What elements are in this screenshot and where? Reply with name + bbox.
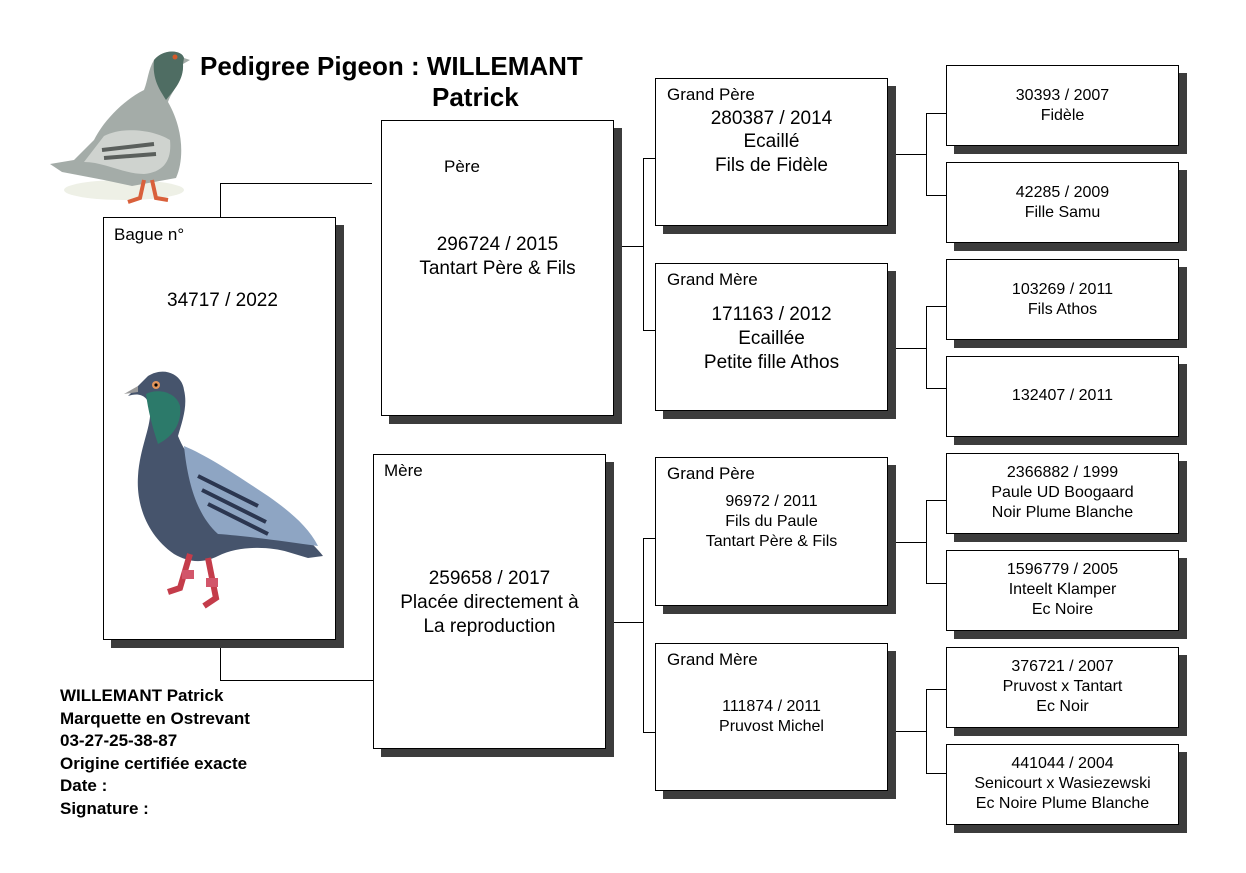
ggp-info-2: Ec Noire: [1031, 601, 1094, 618]
owner-city: Marquette en Ostrevant: [60, 708, 250, 728]
pf-gf-ring: 280387 / 2014: [710, 108, 833, 129]
ggp-ring: 441044 / 2004: [1011, 755, 1114, 772]
ggp-ring: 103269 / 2011: [1011, 281, 1114, 298]
connector-gp2-b: [926, 388, 946, 389]
connector-gp1-b: [926, 195, 946, 196]
ggp-info-2: Ec Noire Plume Blanche: [975, 795, 1150, 812]
connector-mother: [606, 622, 643, 623]
ggp-ring: 376721 / 2007: [1011, 658, 1114, 675]
connector-mother-gf: [643, 538, 655, 539]
connector-gp1-a: [926, 113, 946, 114]
owner-certification: Origine certifiée exacte: [60, 753, 248, 773]
connector-gp2-v: [926, 306, 927, 388]
owner-phone: 03-27-25-38-87: [60, 731, 178, 750]
connector-gp1-v: [926, 113, 927, 195]
pm-gf-info-2: Tantart Père & Fils: [705, 533, 838, 550]
maternal-grandfather-card: Grand Père 96972 / 2011 Fils du Paule Ta…: [655, 457, 888, 606]
connector-gp4-b: [926, 773, 946, 774]
maternal-grandmother-card: Grand Mère 111874 / 2011 Pruvost Michel: [655, 643, 888, 791]
great-grandparent-card-1: 30393 / 2007 Fidèle: [946, 65, 1179, 146]
page-title-line2: Patrick: [432, 82, 519, 112]
ggp-info-1: Inteelt Klamper: [1008, 581, 1117, 598]
subject-card: Bague n° 34717 / 2022: [103, 217, 336, 640]
connector-gp3-a: [926, 500, 946, 501]
great-grandparent-card-2: 42285 / 2009 Fille Samu: [946, 162, 1179, 243]
pf-gm-ring: 171163 / 2012: [711, 304, 832, 325]
connector-father-gm: [643, 330, 655, 331]
ggp-info-1: Senicourt x Wasiezewski: [974, 775, 1151, 792]
ggp-info-1: Pruvost x Tantart: [1002, 678, 1123, 695]
ggp-ring: 2366882 / 1999: [1006, 464, 1119, 481]
father-label: Père: [444, 157, 480, 176]
ggp-info-1: Paule UD Boogaard: [991, 484, 1134, 501]
father-ring: 296724 / 2015: [436, 234, 559, 255]
ggp-info-1: Fils Athos: [1027, 301, 1098, 318]
connector-gp4: [887, 731, 927, 732]
ggp-info-1: Fille Samu: [1024, 204, 1101, 221]
pm-gm-info-1: Pruvost Michel: [719, 718, 824, 735]
mother-ring: 259658 / 2017: [428, 568, 551, 589]
great-grandparent-card-8: 441044 / 2004 Senicourt x Wasiezewski Ec…: [946, 744, 1179, 825]
pigeon-photo: [124, 371, 323, 609]
ggp-info-2: Ec Noir: [1036, 698, 1089, 715]
ggp-info-1: Fidèle: [1040, 107, 1085, 124]
owner-date: Date :: [60, 776, 108, 795]
connector-gp1: [887, 154, 927, 155]
pm-gf-info-1: Fils du Paule: [725, 513, 818, 530]
ggp-ring: 132407 / 2011: [1011, 387, 1114, 404]
mother-card: Mère 259658 / 2017 Placée directement à …: [373, 454, 606, 749]
connector-subject-mother: [220, 646, 221, 681]
connector-subject-mother-h: [220, 680, 373, 681]
connector-gp2: [887, 348, 927, 349]
great-grandparent-card-7: 376721 / 2007 Pruvost x Tantart Ec Noir: [946, 647, 1179, 728]
pf-gf-info-2: Fils de Fidèle: [715, 155, 828, 176]
mother-info-2: La reproduction: [423, 616, 556, 637]
pf-gm-info-1: Ecaillée: [738, 328, 805, 349]
ggp-ring: 1596779 / 2005: [1006, 561, 1119, 578]
paternal-grandfather-card: Grand Père 280387 / 2014 Ecaillé Fils de…: [655, 78, 888, 226]
great-grandparent-card-6: 1596779 / 2005 Inteelt Klamper Ec Noire: [946, 550, 1179, 631]
connector-subject-father: [220, 183, 221, 217]
owner-signature: Signature :: [60, 798, 149, 818]
great-grandparent-card-3: 103269 / 2011 Fils Athos: [946, 259, 1179, 340]
pm-gf-ring: 96972 / 2011: [725, 493, 818, 510]
pf-gf-info-1: Ecaillé: [743, 131, 800, 152]
connector-gp3-v: [926, 500, 927, 583]
great-grandparent-card-5: 2366882 / 1999 Paule UD Boogaard Noir Pl…: [946, 453, 1179, 534]
pm-gm-ring: 111874 / 2011: [722, 698, 821, 715]
owner-info: WILLEMANT Patrick Marquette en Ostrevant…: [60, 685, 250, 820]
connector-mother-gm: [643, 732, 655, 733]
logo-pigeon-image: [50, 51, 190, 204]
connector-gp2-a: [926, 306, 946, 307]
ggp-ring: 42285 / 2009: [1015, 184, 1110, 201]
mother-label: Mère: [384, 461, 423, 480]
ggp-info-2: Noir Plume Blanche: [991, 504, 1134, 521]
father-card: Père 296724 / 2015 Tantart Père & Fils: [381, 120, 614, 416]
pf-gf-label: Grand Père: [667, 85, 755, 104]
connector-gp3: [887, 542, 927, 543]
connector-gp4-a: [926, 689, 946, 690]
pm-gf-label: Grand Père: [667, 464, 755, 483]
subject-ring: 34717 / 2022: [167, 290, 278, 311]
pm-gm-label: Grand Mère: [667, 650, 758, 669]
connector-gp4-v: [926, 689, 927, 773]
owner-name: WILLEMANT Patrick: [60, 686, 224, 705]
connector-mother-v: [643, 538, 644, 732]
connector-father: [613, 246, 643, 247]
pf-gm-label: Grand Mère: [667, 270, 758, 289]
ggp-ring: 30393 / 2007: [1015, 87, 1110, 104]
mother-info-1: Placée directement à: [400, 592, 579, 613]
connector-father-gf: [643, 158, 655, 159]
connector-father-v: [643, 158, 644, 330]
great-grandparent-card-4: 132407 / 2011: [946, 356, 1179, 437]
subject-label: Bague n°: [114, 225, 185, 244]
pf-gm-info-2: Petite fille Athos: [703, 352, 840, 373]
connector-gp3-b: [926, 583, 946, 584]
connector-subject-father-h: [220, 183, 372, 184]
page-title: Pedigree Pigeon : WILLEMANT: [200, 51, 583, 81]
paternal-grandmother-card: Grand Mère 171163 / 2012 Ecaillée Petite…: [655, 263, 888, 411]
father-info: Tantart Père & Fils: [419, 258, 576, 279]
